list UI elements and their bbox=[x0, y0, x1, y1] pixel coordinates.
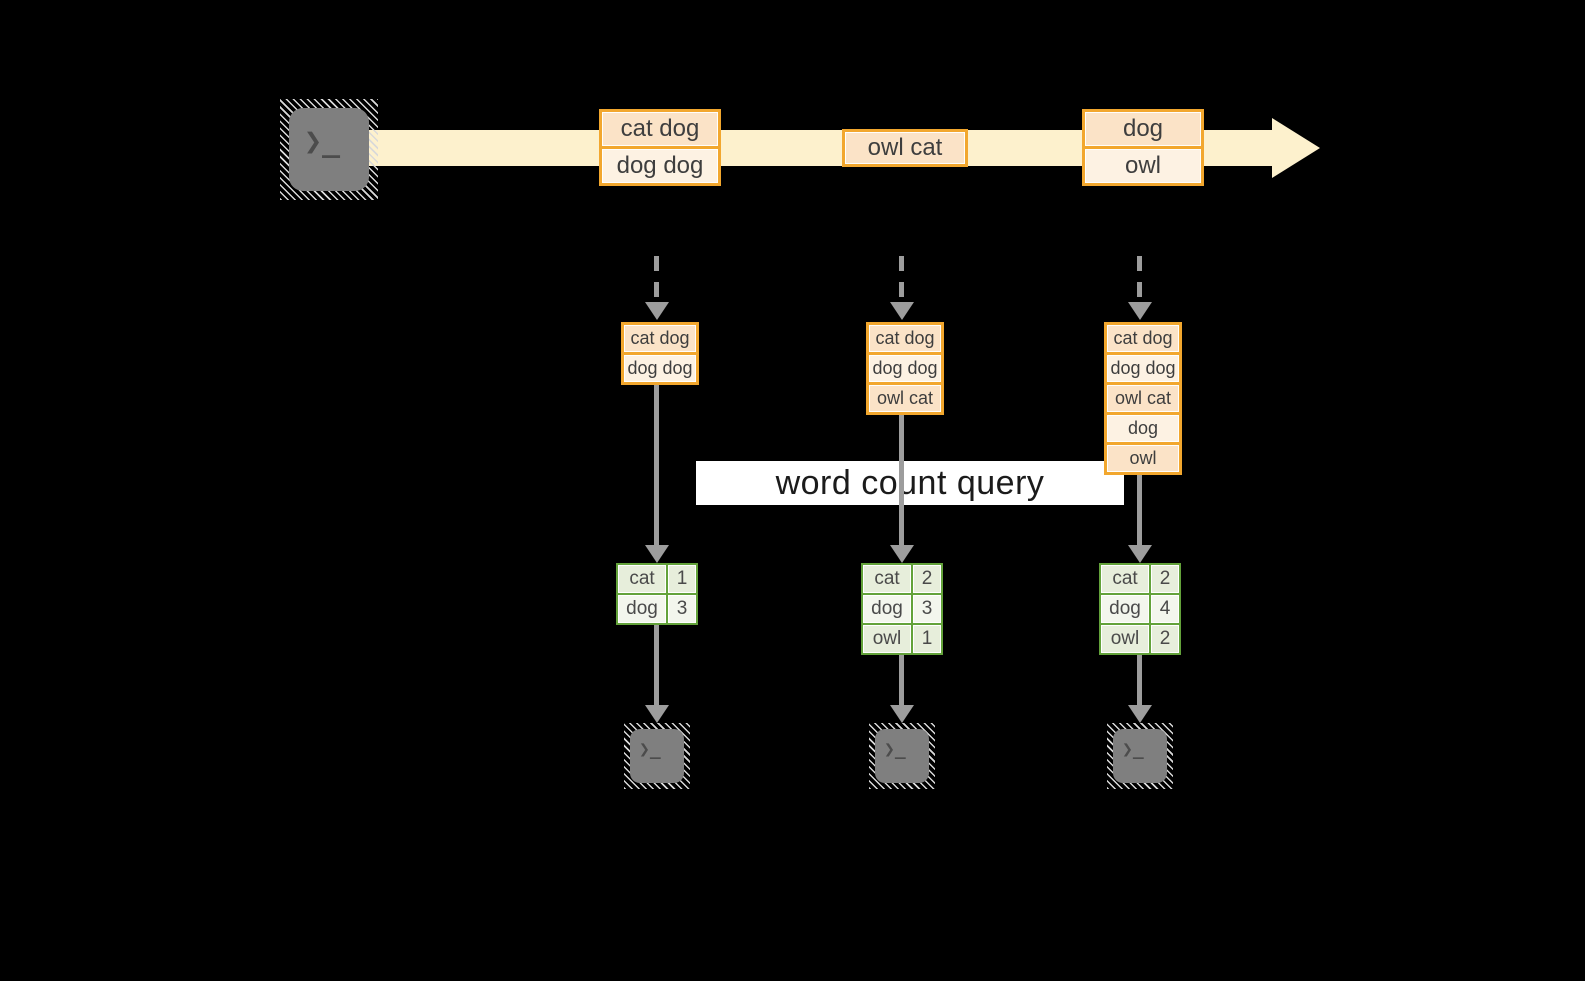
event-line: owl bbox=[1085, 149, 1201, 183]
sink-terminal-icon-2: ❯_ bbox=[869, 723, 935, 789]
stream-event-box-2: owl cat bbox=[842, 129, 968, 167]
arrowhead-icon bbox=[890, 545, 914, 563]
result-table-2: cat 2 dog 3 owl 1 bbox=[861, 563, 943, 655]
arrow-line bbox=[654, 625, 659, 707]
terminal-prompt-icon: ❯_ bbox=[289, 108, 369, 191]
arrow-line bbox=[899, 655, 904, 707]
arrowhead-icon bbox=[1128, 705, 1152, 723]
result-table-1: cat 1 dog 3 bbox=[616, 563, 698, 625]
table-row: dog 3 bbox=[618, 595, 696, 623]
arrowhead-icon bbox=[645, 545, 669, 563]
word-cell: dog bbox=[863, 595, 911, 623]
word-cell: dog bbox=[1101, 595, 1149, 623]
dashed-arrowhead-icon bbox=[1128, 302, 1152, 320]
input-line: cat dog bbox=[869, 325, 941, 352]
sink-terminal-icon-1: ❯_ bbox=[624, 723, 690, 789]
result-table-3: cat 2 dog 4 owl 2 bbox=[1099, 563, 1181, 655]
count-cell: 2 bbox=[1151, 565, 1179, 593]
word-cell: dog bbox=[618, 595, 666, 623]
source-terminal-icon: ❯_ bbox=[280, 99, 378, 200]
dashed-arrowhead-icon bbox=[645, 302, 669, 320]
input-line: dog dog bbox=[1107, 355, 1179, 382]
input-line: owl cat bbox=[869, 385, 941, 412]
table-row: cat 2 bbox=[863, 565, 941, 593]
stream-arrowhead-icon bbox=[1272, 118, 1320, 178]
dashed-arrow-line bbox=[899, 256, 904, 302]
table-row: owl 2 bbox=[1101, 625, 1179, 653]
count-cell: 1 bbox=[668, 565, 696, 593]
input-stack-2: cat dog dog dog owl cat bbox=[866, 322, 944, 415]
table-row: dog 3 bbox=[863, 595, 941, 623]
dashed-arrow-line bbox=[1137, 256, 1142, 302]
count-cell: 4 bbox=[1151, 595, 1179, 623]
word-cell: cat bbox=[863, 565, 911, 593]
word-cell: cat bbox=[618, 565, 666, 593]
input-stack-3: cat dog dog dog owl cat dog owl bbox=[1104, 322, 1182, 475]
event-line: dog dog bbox=[602, 149, 718, 183]
count-cell: 1 bbox=[913, 625, 941, 653]
event-line: dog bbox=[1085, 112, 1201, 146]
word-cell: owl bbox=[1101, 625, 1149, 653]
arrow-line bbox=[1137, 655, 1142, 707]
input-line: dog bbox=[1107, 415, 1179, 442]
count-cell: 2 bbox=[913, 565, 941, 593]
stream-event-box-3: dog owl bbox=[1082, 109, 1204, 186]
event-line: cat dog bbox=[602, 112, 718, 146]
arrowhead-icon bbox=[890, 705, 914, 723]
table-row: owl 1 bbox=[863, 625, 941, 653]
terminal-prompt-icon: ❯_ bbox=[875, 729, 929, 783]
input-line: dog dog bbox=[869, 355, 941, 382]
input-line: cat dog bbox=[1107, 325, 1179, 352]
table-row: cat 1 bbox=[618, 565, 696, 593]
count-cell: 2 bbox=[1151, 625, 1179, 653]
input-line: cat dog bbox=[624, 325, 696, 352]
table-row: cat 2 bbox=[1101, 565, 1179, 593]
query-label: word count query bbox=[696, 461, 1124, 505]
arrow-line bbox=[1137, 475, 1142, 547]
input-line: owl cat bbox=[1107, 385, 1179, 412]
arrowhead-icon bbox=[645, 705, 669, 723]
word-cell: owl bbox=[863, 625, 911, 653]
dashed-arrowhead-icon bbox=[890, 302, 914, 320]
count-cell: 3 bbox=[668, 595, 696, 623]
sink-terminal-icon-3: ❯_ bbox=[1107, 723, 1173, 789]
input-line: dog dog bbox=[624, 355, 696, 382]
word-cell: cat bbox=[1101, 565, 1149, 593]
table-row: dog 4 bbox=[1101, 595, 1179, 623]
input-line: owl bbox=[1107, 445, 1179, 472]
input-stack-1: cat dog dog dog bbox=[621, 322, 699, 385]
arrow-line bbox=[654, 385, 659, 547]
dashed-arrow-line bbox=[654, 256, 659, 302]
count-cell: 3 bbox=[913, 595, 941, 623]
arrow-line bbox=[899, 415, 904, 547]
event-line: owl cat bbox=[845, 132, 965, 164]
stream-event-box-1: cat dog dog dog bbox=[599, 109, 721, 186]
arrowhead-icon bbox=[1128, 545, 1152, 563]
terminal-prompt-icon: ❯_ bbox=[630, 729, 684, 783]
terminal-prompt-icon: ❯_ bbox=[1113, 729, 1167, 783]
